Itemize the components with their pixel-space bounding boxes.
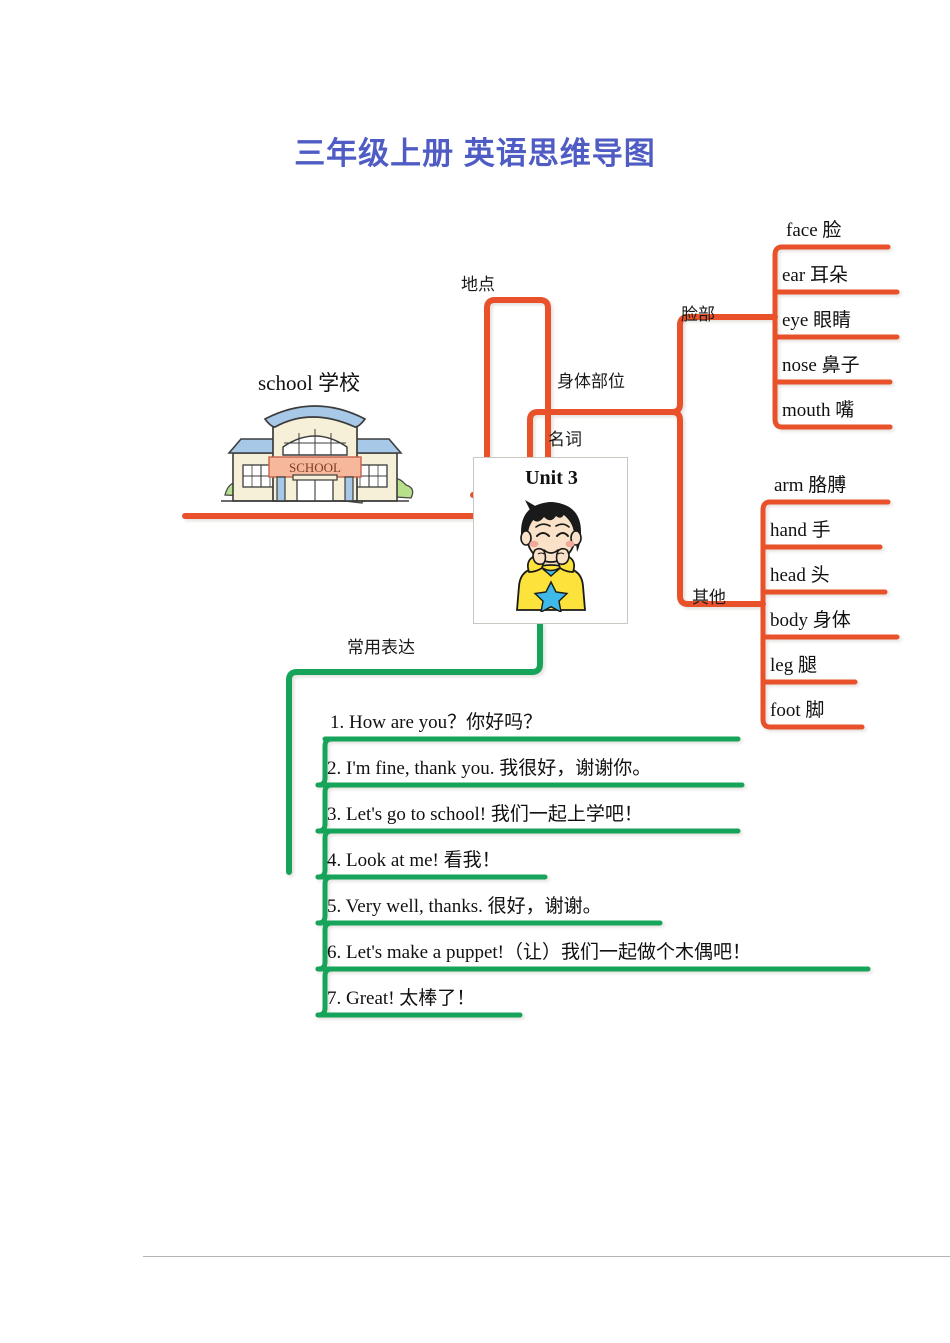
leaf-label-ear: ear 耳朵: [782, 265, 848, 286]
branch-label-expressions: 常用表达: [347, 638, 415, 657]
sentence-5: 5. Very well, thanks. 很好，谢谢。: [327, 896, 602, 917]
sentence-1: 1. How are you？你好吗？: [330, 712, 543, 733]
center-node[interactable]: Unit 3: [473, 457, 628, 624]
sentence-7: 7. Great! 太棒了！: [327, 988, 476, 1009]
center-node-label: Unit 3: [525, 467, 578, 489]
branch-label-noun: 名词: [548, 430, 582, 449]
sentence-2: 2. I'm fine, thank you. 我很好，谢谢你。: [327, 758, 652, 779]
leaf-label-school: school 学校: [258, 371, 361, 395]
leaf-label-arm: arm 胳膊: [774, 475, 847, 496]
leaf-label-body: body 身体: [770, 610, 851, 631]
cartoon-boy-icon: [515, 500, 586, 612]
leaf-label-foot: foot 脚: [770, 700, 825, 721]
leaf-label-nose: nose 鼻子: [782, 355, 860, 376]
leaf-label-head: head 头: [770, 565, 830, 586]
leaf-label-leg: leg 腿: [770, 655, 817, 676]
sentence-3: 3. Let's go to school! 我们一起上学吧！: [327, 804, 643, 825]
branch-label-other: 其他: [692, 588, 726, 607]
leaf-label-face: face 脸: [786, 220, 842, 241]
branch-label-face: 脸部: [681, 305, 715, 324]
leaf-label-hand: hand 手: [770, 520, 831, 541]
sentence-4: 4. Look at me! 看我！: [327, 850, 501, 871]
leaf-label-eye: eye 眼睛: [782, 310, 852, 331]
sentence-6: 6. Let's make a puppet!（让）我们一起做个木偶吧！: [327, 942, 752, 963]
leaf-label-mouth: mouth 嘴: [782, 400, 855, 421]
footer-divider: [143, 1256, 950, 1257]
branch-label-body-parts: 身体部位: [557, 372, 625, 391]
svg-text:SCHOOL: SCHOOL: [289, 460, 341, 475]
branch-label-place: 地点: [461, 275, 495, 294]
page-title: 三年级上册 英语思维导图: [294, 136, 656, 171]
school-building-icon: SCHOOL: [221, 405, 414, 504]
